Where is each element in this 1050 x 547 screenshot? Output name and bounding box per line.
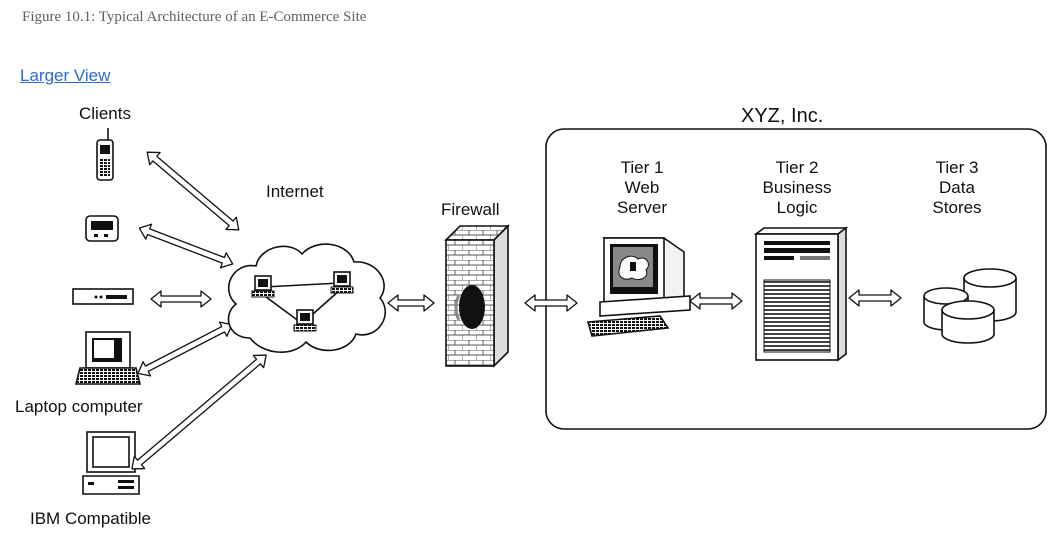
arrow-laptop-internet xyxy=(137,321,233,377)
tier1-line2: Web xyxy=(625,178,660,197)
business-logic-server-icon xyxy=(753,226,849,362)
arrow-internet-firewall xyxy=(387,294,435,312)
tier1-line3: Server xyxy=(617,198,667,217)
clients-label: Clients xyxy=(79,104,131,123)
tier2-line1: Tier 2 xyxy=(776,158,819,177)
arrow-device-internet xyxy=(150,290,212,308)
tier2-line3: Logic xyxy=(777,198,818,217)
network-computer-icon xyxy=(330,271,354,294)
network-computer-icon xyxy=(251,275,275,298)
internet-label: Internet xyxy=(266,182,324,201)
company-label: XYZ, Inc. xyxy=(741,105,823,127)
larger-view-link[interactable]: Larger View xyxy=(20,66,111,85)
tier1-line1: Tier 1 xyxy=(621,158,664,177)
web-server-icon xyxy=(586,237,691,337)
ibm-compatible-label: IBM Compatible xyxy=(30,509,151,528)
database-cylinders-icon xyxy=(923,268,1017,344)
firewall-label: Firewall xyxy=(441,200,500,219)
internet-cloud xyxy=(227,243,386,353)
laptop-icon xyxy=(74,331,142,385)
company-boundary xyxy=(545,128,1047,430)
arrow-firewall-tier1 xyxy=(524,294,578,312)
arrow-desktop-internet xyxy=(131,354,267,470)
desktop-pc-icon xyxy=(82,431,140,495)
arrow-tier1-tier2 xyxy=(689,292,743,310)
cell-phone-icon xyxy=(96,128,114,181)
pager-icon xyxy=(85,215,119,242)
tier3-line3: Stores xyxy=(932,198,981,217)
tier3-line1: Tier 3 xyxy=(936,158,979,177)
network-device-icon xyxy=(72,288,134,305)
tier2-line2: Business xyxy=(763,178,832,197)
laptop-label: Laptop computer xyxy=(15,397,143,416)
arrow-tier2-tier3 xyxy=(848,289,902,307)
tier3-line2: Data xyxy=(939,178,975,197)
firewall-icon xyxy=(444,224,510,368)
figure-caption: Figure 10.1: Typical Architecture of an … xyxy=(22,9,367,25)
network-computer-icon xyxy=(293,309,317,332)
arrow-pager-internet xyxy=(138,223,234,269)
arrow-phone-internet xyxy=(146,151,240,231)
